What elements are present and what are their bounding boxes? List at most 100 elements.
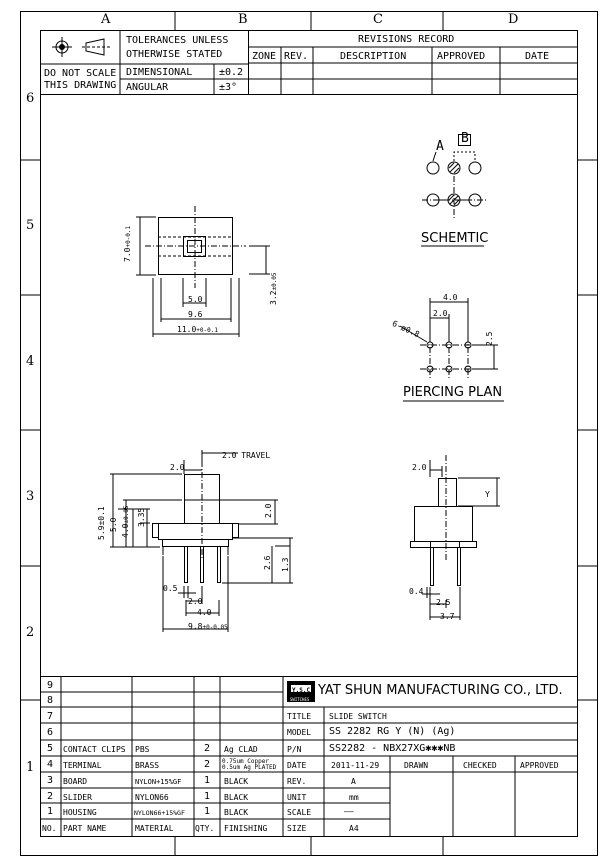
piercing-dim-25: 2.5 <box>485 331 494 346</box>
top-dim-50: 5.0 <box>188 295 203 304</box>
top-dim-110: 11.0+0-0.1 <box>177 325 218 334</box>
bom-item-material: NYLON66+15%GF <box>134 809 185 817</box>
rev-label: REV. <box>287 777 307 786</box>
zone-row-3: 3 <box>26 489 35 504</box>
scale-label: SCALE <box>287 808 312 817</box>
bom-item-no: 3 <box>47 775 54 786</box>
bom-item-qty: 2 <box>204 759 211 770</box>
schematic-title: SCHEMTIC <box>421 231 489 246</box>
company-logo: Y.S.C <box>292 687 311 694</box>
zone-col-d: D <box>508 12 519 27</box>
size-label: SIZE <box>287 824 307 833</box>
zone-col-c: C <box>373 12 383 27</box>
bom-item-qty: 2 <box>204 743 211 754</box>
front-dim-335: 3.35 <box>137 507 146 527</box>
piercing-dim-20: 2.0 <box>433 309 448 318</box>
front-dim-05: 0.5 <box>163 584 178 593</box>
title-value: SLIDE SWITCH <box>329 712 387 721</box>
bom-row-no: 8 <box>47 695 54 706</box>
side-dim-20: 2.0 <box>412 463 427 472</box>
zone-row-4: 4 <box>26 354 35 369</box>
bom-item-part: SLIDER <box>63 793 92 802</box>
revisions-col-zone: ZONE <box>252 51 277 62</box>
tolerance-label-angular: ANGULAR <box>126 82 169 93</box>
drawn-label: DRAWN <box>404 761 429 770</box>
tolerance-label-dimensional: DIMENSIONAL <box>126 67 193 78</box>
revisions-col-approved: APPROVED <box>437 51 486 62</box>
front-dim-20-right: 2.0 <box>264 503 273 518</box>
bom-row-no: 6 <box>47 727 54 738</box>
bom-item-no: 4 <box>47 759 54 770</box>
front-dim-13: 1.3 <box>281 557 290 572</box>
bom-item-finishing: BLACK <box>224 777 249 786</box>
bom-item-qty: 1 <box>204 791 211 802</box>
zone-row-2: 2 <box>26 625 35 640</box>
company-name: YAT SHUN MANUFACTURING CO., LTD. <box>318 683 563 698</box>
bom-item-finishing-2: 0.5um Ag PLATED <box>222 764 277 771</box>
title-label: TITLE <box>287 712 312 721</box>
top-dim-96: 9.6 <box>188 310 203 319</box>
bom-item-finishing: 0.75um Copper <box>222 758 269 765</box>
pn-value: SS2282 - NBX27XG✱✱✱NB <box>329 743 456 754</box>
front-dim-20-bottom: 2.0 <box>188 597 203 606</box>
bom-item-material: NYLON+15%GF <box>135 778 182 786</box>
bom-item-material: BRASS <box>135 761 160 770</box>
schematic-label-b: B <box>461 131 469 146</box>
zone-row-1: 1 <box>26 760 35 775</box>
tolerance-value-dimensional: ±0.2 <box>219 67 244 78</box>
bom-item-material: NYLON66 <box>135 793 169 802</box>
revisions-col-date: DATE <box>525 51 550 62</box>
bom-item-part: BOARD <box>63 777 88 786</box>
unit-label: UNIT <box>287 793 307 802</box>
checked-label: CHECKED <box>463 761 497 770</box>
top-dim-70: 7.0+0-0.1 <box>123 225 132 262</box>
front-dim-59: 5.9±0.1 <box>97 506 106 540</box>
side-dim-y: Y <box>485 490 490 499</box>
front-dim-40-bottom: 4.0 <box>197 608 212 617</box>
date-value: 2011-11-29 <box>331 761 380 770</box>
bom-item-finishing: BLACK <box>224 808 249 817</box>
bom-item-qty: 1 <box>204 775 211 786</box>
company-logo-sub: SWITCHES <box>290 697 310 702</box>
size-value: A4 <box>349 824 359 833</box>
approved-label: APPROVED <box>520 761 559 770</box>
front-dim-travel: 2.0 TRAVEL <box>222 451 271 460</box>
side-dim-25: 2.5 <box>436 598 451 607</box>
bom-item-part: CONTACT CLIPS <box>63 745 126 754</box>
bom-header-part: PART NAME <box>63 824 107 833</box>
zone-col-b: B <box>238 12 248 27</box>
pn-label: P/N <box>287 745 302 754</box>
side-dim-04: 0.4 <box>409 587 424 596</box>
zone-row-6: 6 <box>26 91 35 106</box>
revisions-col-rev: REV. <box>284 51 309 62</box>
front-dim-98: 9.8+0-0.05 <box>188 622 228 631</box>
tolerance-value-angular: ±3° <box>219 82 238 93</box>
tolerance-header-1: TOLERANCES UNLESS <box>126 35 229 46</box>
front-dim-20-top: 2.0 <box>170 463 185 472</box>
bom-item-part: TERMINAL <box>63 761 102 770</box>
side-dim-37: 3.7 <box>440 612 455 621</box>
schematic-label-a: A <box>436 139 444 154</box>
zone-col-a: A <box>101 12 111 27</box>
front-dim-50: 5.0 <box>109 517 118 532</box>
bom-item-material: PBS <box>135 745 150 754</box>
zone-row-5: 5 <box>26 218 35 233</box>
bom-header-material: MATERIAL <box>135 824 174 833</box>
model-label: MODEL <box>287 728 312 737</box>
bom-item-finishing: Ag CLAD <box>224 745 258 754</box>
scale-value: —— <box>344 807 354 816</box>
bom-row-no: 9 <box>47 680 54 691</box>
revisions-col-description: DESCRIPTION <box>340 51 407 62</box>
rev-value: A <box>351 777 356 786</box>
piercing-title: PIERCING PLAN <box>403 385 503 400</box>
bom-header-qty: QTY. <box>195 824 215 833</box>
bom-item-no: 2 <box>47 791 54 802</box>
bom-item-finishing: BLACK <box>224 793 249 802</box>
top-dim-32: 3.2±0.05 <box>269 272 278 305</box>
scale-note-1: DO NOT SCALE <box>44 68 117 79</box>
bom-header-finishing: FINISHING <box>224 824 268 833</box>
bom-item-no: 5 <box>47 743 54 754</box>
bom-item-qty: 1 <box>204 806 211 817</box>
bom-header-no: NO. <box>42 824 57 833</box>
